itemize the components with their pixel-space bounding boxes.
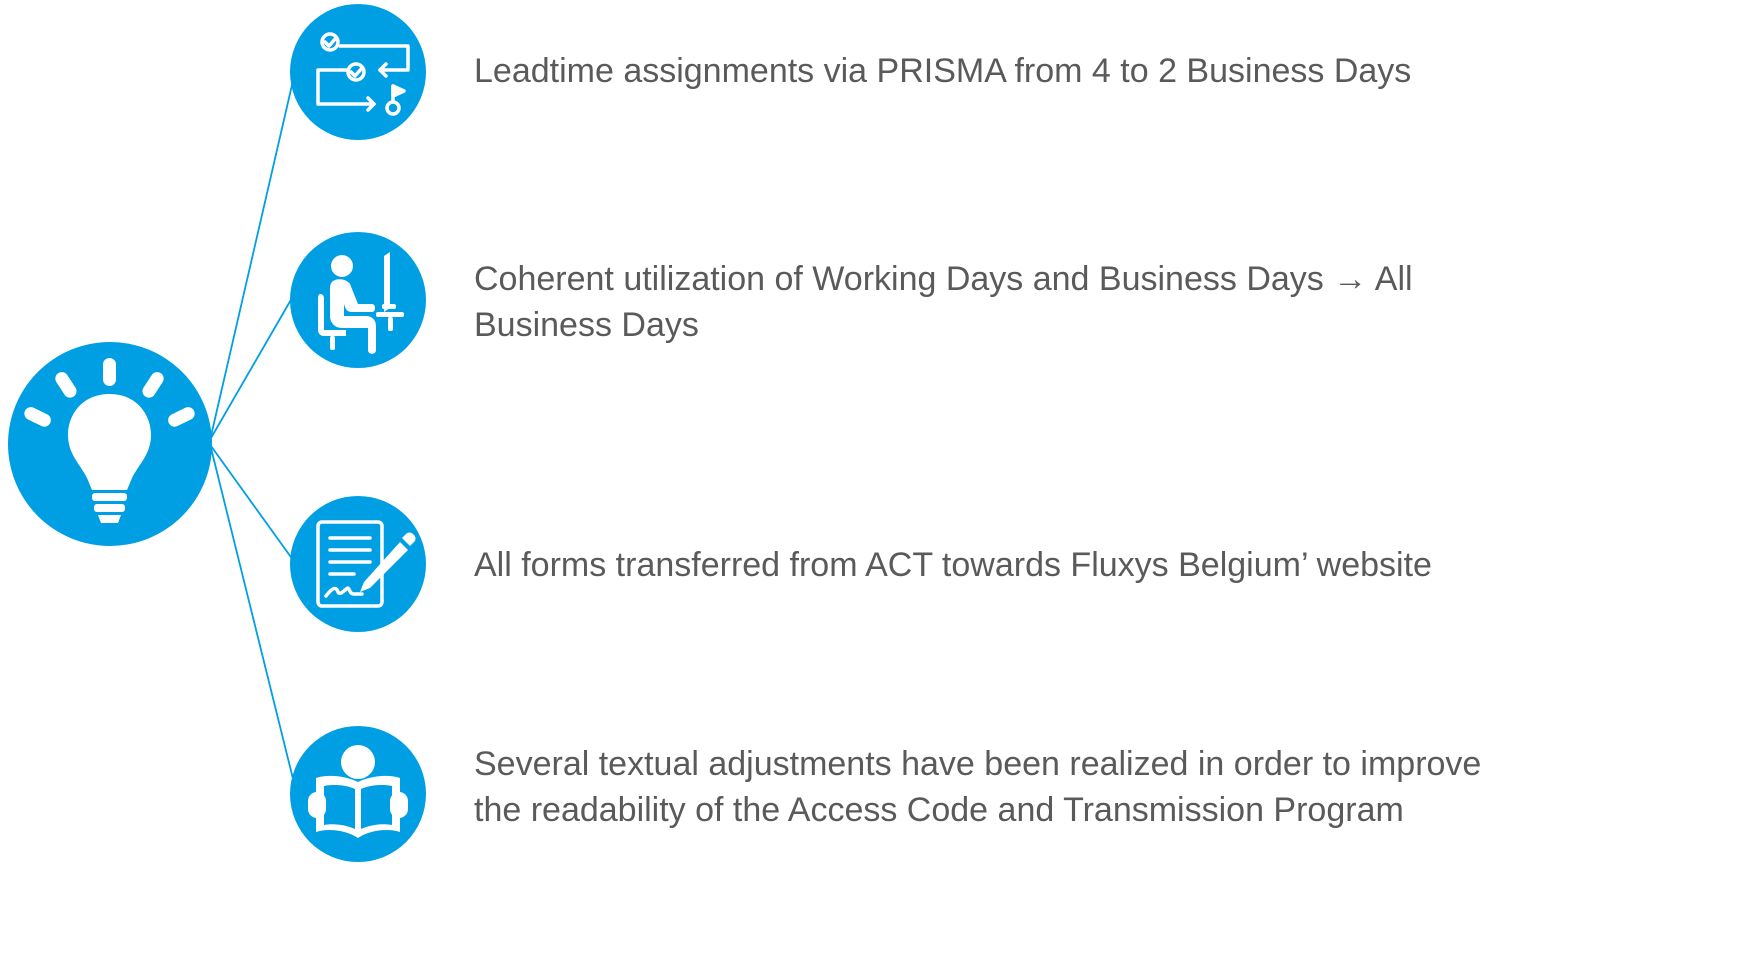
- lightbulb-icon: [24, 358, 195, 523]
- person-at-desk-icon: [318, 252, 404, 354]
- node-circle-4: [290, 726, 426, 862]
- item-text-4: Several textual adjustments have been re…: [474, 745, 1482, 829]
- connector-line-3: [210, 445, 294, 561]
- item-text-2: Coherent utilization of Working Days and…: [474, 260, 1413, 344]
- node-circle-2: [290, 232, 426, 368]
- connector-line-1: [210, 71, 296, 437]
- connector-line-4: [210, 447, 298, 796]
- item-text-3: All forms transferred from ACT towards F…: [474, 546, 1432, 584]
- signed-document-icon: [316, 520, 416, 608]
- checklist-flow-icon: [316, 32, 410, 116]
- hub-circle: [8, 342, 212, 546]
- item-text-1: Leadtime assignments via PRISMA from 4 t…: [474, 52, 1412, 90]
- node-circle-1: [290, 4, 426, 140]
- reading-book-icon: [308, 745, 408, 838]
- connector-line-2: [210, 297, 293, 439]
- node-circle-3: [290, 496, 426, 632]
